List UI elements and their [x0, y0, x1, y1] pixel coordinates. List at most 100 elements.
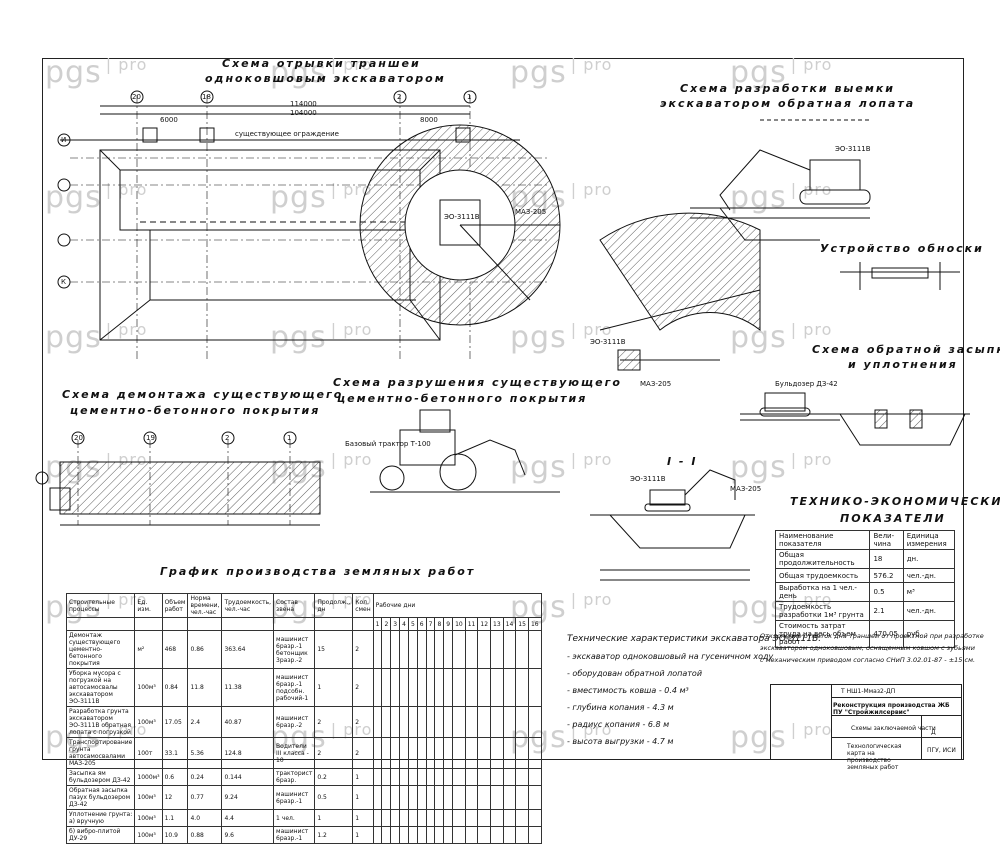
specs-title: Технические характеристики экскаватора Э…: [567, 634, 822, 644]
schedule-cell: машинист 6разр.-2: [273, 706, 316, 738]
schedule-day-cell: [515, 737, 529, 769]
schedule-day-cell: [502, 668, 517, 707]
schedule-cell: 15: [314, 630, 354, 669]
schedule-day-cell: [434, 826, 445, 844]
tep-cell: руб.: [902, 620, 956, 648]
schedule-day-cell: [434, 809, 445, 827]
note: Отклонение отметок дна траншеи от проект…: [760, 630, 984, 666]
stamp-sheet-title: Схемы заключаемой части: [851, 725, 936, 732]
schedule-day-cell: [434, 706, 445, 738]
axis-label: 1: [467, 93, 472, 101]
watermark: pgs| pro: [510, 55, 612, 90]
schedule-cell: 2: [352, 668, 374, 707]
obnoska-sketch: [840, 262, 960, 290]
schedule-day-cell: [416, 668, 427, 707]
schedule-day-cell: [452, 826, 466, 844]
tep-cell: чел.-дн.: [902, 568, 956, 583]
tep-cell: Трудоемкость разработки 1м³ грунта: [774, 601, 871, 621]
schedule-day-cell: [443, 737, 454, 769]
axis-label: 1: [287, 434, 292, 442]
schedule-cell: 2: [314, 737, 354, 769]
schedule-cell: 0.84: [161, 668, 189, 707]
schedule-day-cell: [381, 826, 392, 844]
tep-cell: Выработка на 1 чел.-день: [774, 582, 871, 602]
stamp-drawing: Технологическая карта на производство зе…: [847, 743, 902, 771]
schedule-day-cell: [443, 809, 454, 827]
tep-cell: чел.-дн.: [902, 601, 956, 621]
schedule-day-cell: [416, 768, 427, 786]
schedule-day-cell: 9: [443, 617, 454, 631]
dismantle-title-line1: Схема демонтажа существующего: [62, 388, 344, 401]
schedule-cell: 1: [314, 809, 354, 827]
excavator-specs: Технические характеристики экскаватора Э…: [567, 634, 821, 746]
watermark: pgs| pro: [730, 720, 832, 755]
schedule-day-cell: [390, 809, 401, 827]
schedule-cell: 0.86: [187, 630, 223, 669]
schedule-cell: машинист 6разр.-1: [273, 826, 316, 844]
schedule-day-cell: 8: [434, 617, 445, 631]
schedule-day-cell: [399, 737, 409, 769]
schedule-day-cell: [527, 826, 542, 844]
backfill-title-line2: и уплотнения: [848, 358, 958, 371]
schedule-cell: [314, 617, 354, 631]
schedule-day-cell: [434, 668, 445, 707]
schedule-cell: 0.6: [161, 768, 189, 786]
schedule-cell: 0.5: [314, 785, 354, 810]
schedule-day-cell: [434, 768, 445, 786]
pit-radial-section: [599, 212, 761, 371]
spec-item: - глубина копания - 4.3 м: [567, 703, 674, 712]
schedule-day-cell: [372, 768, 383, 786]
schedule-day-cell: [502, 737, 517, 769]
schedule-cell: Уборка мусора с погрузкой на автосамосва…: [65, 668, 136, 707]
schedule-cell: 1.1: [161, 809, 189, 827]
excavator-label: ЭО-3111В: [590, 338, 626, 346]
watermark-text: pgs: [730, 180, 787, 215]
schedule-header-cell: Объем работ: [161, 593, 189, 618]
schedule-cell: 1000м³: [134, 768, 163, 786]
schedule-cell: Транспортирование грунта автосамосвалами…: [65, 737, 136, 769]
schedule-cell: 363.64: [221, 630, 275, 669]
schedule-cell: 17.05: [161, 706, 189, 738]
schedule-day-cell: [477, 785, 492, 810]
axis-label: 2: [397, 93, 402, 101]
schedule-day-cell: [381, 809, 392, 827]
watermark-text: pgs: [510, 450, 567, 485]
schedule-cell: [134, 617, 163, 631]
schedule-day-cell: [372, 737, 383, 769]
schedule-cell: 100м³: [134, 785, 163, 810]
schedule-day-cell: [399, 630, 409, 669]
schedule-day-cell: [399, 826, 409, 844]
schedule-header-cell: Кол. смен: [352, 593, 374, 618]
watermark-text: pgs: [730, 55, 787, 90]
watermark-suffix: | pro: [790, 320, 833, 339]
watermark: pgs| pro: [510, 450, 612, 485]
table-row: Уборка мусора с погрузкой на автосамосва…: [65, 668, 542, 707]
schedule-cell: [65, 617, 136, 631]
schedule-cell: Уплотнение грунта: а) вручную: [65, 809, 136, 827]
stamp-org: ПГУ, ИСИ: [927, 747, 956, 754]
truck-label: МАЗ-205: [640, 380, 672, 388]
schedule-day-cell: [399, 768, 409, 786]
tep-cell: дн.: [902, 549, 956, 569]
schedule-day-cell: [464, 668, 479, 707]
trench-title-line2: одноковшовым экскаватором: [205, 72, 446, 85]
schedule-day-cell: [452, 768, 466, 786]
schedule-day-cell: [502, 706, 517, 738]
schedule-day-cell: [527, 785, 542, 810]
schedule-day-cell: [464, 630, 479, 669]
schedule-day-cell: [452, 737, 466, 769]
schedule-cell: 4.0: [187, 809, 223, 827]
note-line: экскаватором одноковшовым, оснащенным ко…: [760, 644, 975, 652]
watermark-text: pgs: [270, 320, 327, 355]
tep-header-cell: Вели-чина: [869, 530, 904, 550]
schedule-cell: 1.2: [314, 826, 354, 844]
schedule-day-cell: [407, 706, 418, 738]
schedule-day-cell: [443, 630, 454, 669]
tep-cell: 18: [869, 549, 904, 569]
schedule-day-cell: [490, 737, 504, 769]
schedule-day-cell: [399, 706, 409, 738]
schedule-cell: [352, 617, 374, 631]
